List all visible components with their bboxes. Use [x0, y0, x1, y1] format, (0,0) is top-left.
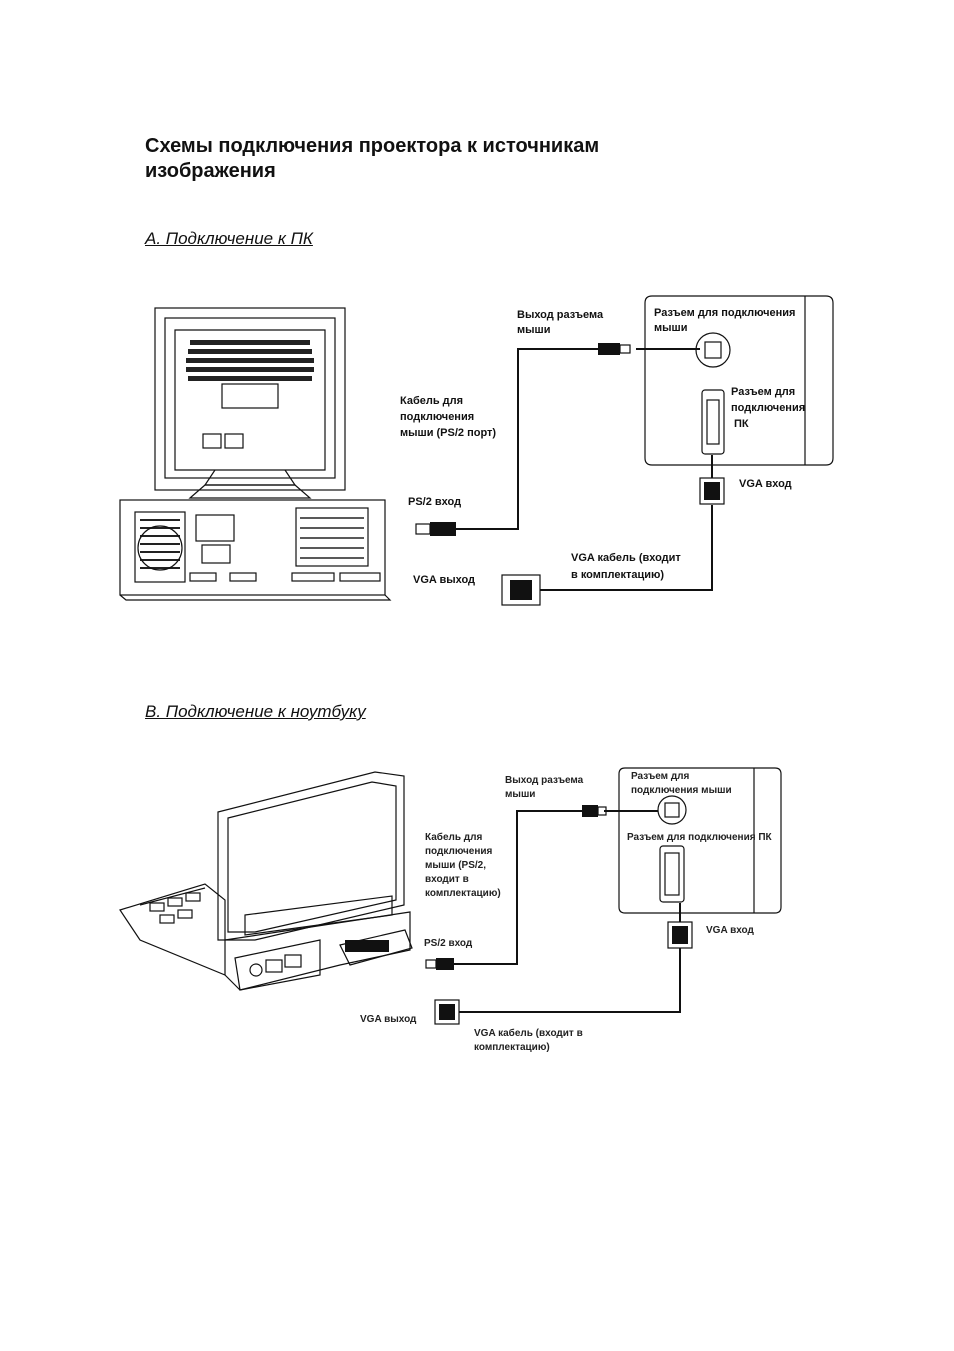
page-title: Схемы подключения проектора к источникам…: [145, 134, 765, 184]
label-cable-3: мыши (PS/2 порт): [400, 427, 496, 439]
ps2-in-plug-icon: [425, 958, 454, 970]
diagram-laptop-connection: Выход разъема мыши Разъем для подключени…: [119, 767, 782, 1053]
label-cable-2: подключения: [400, 411, 474, 423]
label-pc-port: Разъем для подключения ПК: [627, 832, 773, 843]
laptop-illustration: [119, 771, 413, 991]
section-b-title: B. Подключение к ноутбуку: [145, 702, 366, 721]
label-cable-4: входит в: [425, 874, 469, 885]
vga-in-plug-icon: [699, 477, 725, 505]
vga-cable: [540, 505, 713, 591]
section-a-title: A. Подключение к ПК: [145, 229, 313, 248]
label-mouse-out-2: мыши: [505, 789, 535, 800]
label-cable-3: мыши (PS/2,: [425, 860, 486, 871]
monitor-illustration: [154, 307, 346, 499]
label-cable-5: комплектацию): [425, 888, 501, 899]
ps2-plug-icon: [582, 805, 607, 817]
label-cable-2: подключения: [425, 846, 493, 857]
label-vga-cable-2: комплектацию): [474, 1042, 550, 1053]
label-mouse-out-1: Выход разъема: [505, 775, 584, 786]
mouse-cable: [452, 810, 582, 965]
label-mouse-port-1: Разъем для: [631, 771, 690, 782]
vga-cable: [459, 948, 681, 1013]
diagram-pc-connection: Выход разъема мыши Разъем для подключени…: [119, 295, 834, 606]
label-ps2-in: PS/2 вход: [408, 496, 461, 508]
label-pc-port-2: подключения: [731, 402, 805, 414]
ps2-plug-icon: [598, 343, 631, 355]
label-mouse-out-2: мыши: [517, 324, 550, 336]
label-vga-cable-1: VGA кабель (входит в: [474, 1027, 583, 1039]
label-vga-cable-2: в комплектацию): [571, 569, 664, 581]
label-cable-1: Кабель для: [400, 395, 463, 407]
label-cable-1: Кабель для: [425, 831, 483, 843]
label-mouse-port-2: мыши: [654, 322, 687, 334]
ps2-in-plug-icon: [415, 522, 456, 536]
vga-in-plug-icon: [667, 921, 693, 949]
vga-out-plug-icon: [501, 574, 541, 606]
label-mouse-out-1: Выход разъема: [517, 309, 604, 321]
pc-system-unit-illustration: [119, 499, 392, 601]
label-vga-in: VGA вход: [706, 925, 755, 936]
label-pc-port-3: ПК: [734, 418, 749, 430]
label-vga-out: VGA выход: [413, 574, 475, 586]
mouse-cable: [456, 348, 600, 530]
label-ps2-in: PS/2 вход: [424, 938, 473, 949]
label-pc-port-1: Разъем для: [731, 386, 795, 398]
vga-out-plug-icon: [434, 999, 460, 1025]
label-vga-in: VGA вход: [739, 478, 792, 490]
label-vga-cable-1: VGA кабель (входит: [571, 552, 681, 564]
label-mouse-port-2: подключения мыши: [631, 785, 732, 796]
label-vga-out: VGA выход: [360, 1014, 417, 1025]
page-title-line-2: изображения: [145, 160, 276, 182]
label-mouse-port-1: Разъем для подключения: [654, 307, 795, 319]
page-title-line-1: Схемы подключения проектора к источникам: [145, 135, 600, 157]
